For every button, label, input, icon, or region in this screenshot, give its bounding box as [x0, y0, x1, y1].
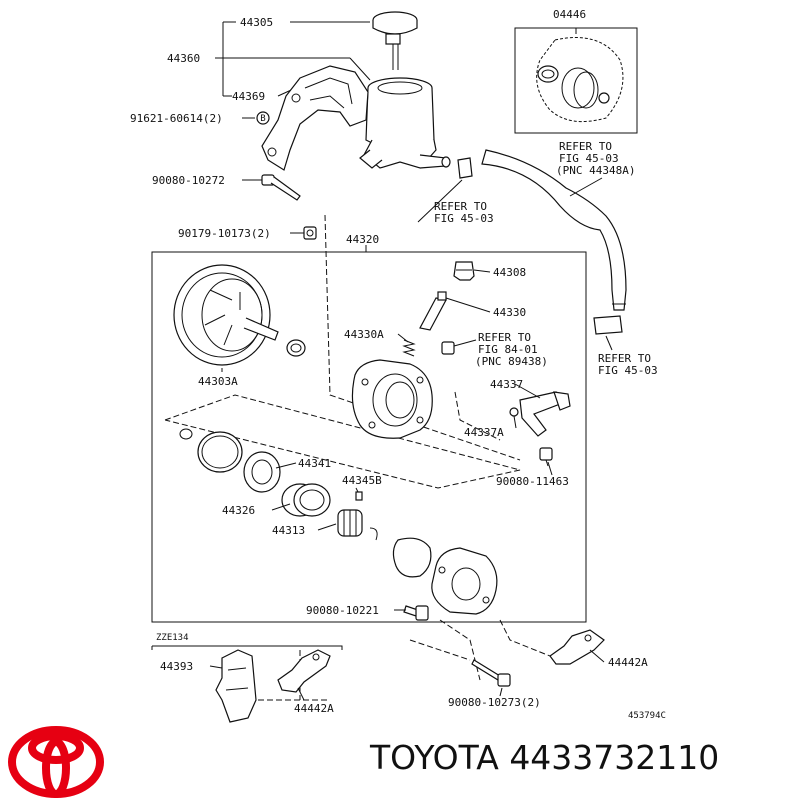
- label-44313: 44313: [272, 524, 305, 537]
- bolt-90080-10272: [261, 174, 301, 201]
- nut-90179: [303, 226, 317, 240]
- union-44337: [519, 391, 571, 437]
- label-90080-10221: 90080-10221: [306, 604, 379, 617]
- label-90080-10273: 90080-10273(2): [448, 696, 541, 709]
- gasket-rear: [392, 537, 432, 578]
- zze134-box: [151, 645, 343, 650]
- sensor-ref: [441, 341, 455, 355]
- ref4-line1: REFER TO: [598, 352, 651, 365]
- circle-b-label: B: [260, 114, 265, 124]
- rotor-44313: [337, 509, 363, 537]
- pulley-44303A: [173, 264, 279, 366]
- label-44326: 44326: [222, 504, 255, 517]
- bracket-44369: [261, 65, 369, 171]
- pump-assembly-box: [151, 245, 587, 623]
- bracket-44442A-left: [277, 649, 331, 693]
- rear-housing: [431, 547, 498, 615]
- label-44320: 44320: [346, 233, 379, 246]
- bolt-90080-10273: [471, 659, 511, 687]
- reservoir-cap-44305: [372, 11, 418, 70]
- label-44442A-left: 44442A: [294, 702, 334, 715]
- refer-notes: REFER TO FIG 45-03 (PNC 44348A) REFER TO…: [434, 140, 658, 377]
- reservoir-44360: [359, 77, 451, 169]
- plate-44341: [243, 451, 281, 493]
- pin-44345B: [355, 491, 363, 501]
- label-04446: 04446: [553, 8, 586, 21]
- label-44345B: 44345B: [342, 474, 382, 487]
- label-44330A: 44330A: [344, 328, 384, 341]
- ref3-line1: REFER TO: [478, 331, 531, 344]
- label-44337A: 44337A: [464, 426, 504, 439]
- label-44393: 44393: [160, 660, 193, 673]
- cam-ring-44326: [281, 483, 331, 517]
- label-44341: 44341: [298, 457, 331, 470]
- label-91621: 91621-60614(2): [130, 112, 223, 125]
- spring-44330A: [402, 339, 416, 357]
- ref4-line2: FIG 45-03: [598, 364, 658, 377]
- bracket-44442A-right: [549, 629, 605, 665]
- bolt-90080-11463: [539, 447, 553, 467]
- brand-part-number: TOYOTA 4433732110: [370, 738, 720, 777]
- gasket-kit-04446-box: [514, 27, 638, 134]
- part-labels: 44305 44360 44369 91621-60614(2) 90080-1…: [130, 8, 666, 721]
- valve-44330: [419, 291, 447, 331]
- snap-ring: [369, 527, 378, 541]
- ref3-line3: (PNC 89438): [475, 355, 548, 368]
- seal-44303A: [286, 339, 306, 357]
- label-44337: 44337: [490, 378, 523, 391]
- label-90080-11463: 90080-11463: [496, 475, 569, 488]
- ref2-line1: REFER TO: [434, 200, 487, 213]
- label-44360: 44360: [167, 52, 200, 65]
- pump-body: [351, 359, 433, 439]
- label-44303A: 44303A: [198, 375, 238, 388]
- ref1-line3: (PNC 44348A): [556, 164, 635, 177]
- hose-assembly: [457, 149, 627, 335]
- label-44308: 44308: [493, 266, 526, 279]
- label-44369: 44369: [232, 90, 265, 103]
- label-90080-10272: 90080-10272: [152, 174, 225, 187]
- bracket-44393: [215, 649, 257, 723]
- oring-44337A: [509, 407, 519, 417]
- toyota-logo-icon: [8, 726, 104, 798]
- label-44442A-right: 44442A: [608, 656, 648, 669]
- orings-set: [179, 428, 243, 473]
- ref1-line1: REFER TO: [559, 140, 612, 153]
- ref2-line2: FIG 45-03: [434, 212, 494, 225]
- bolt-90080-10221: [403, 605, 429, 621]
- label-figure-code: 453794C: [628, 711, 666, 721]
- ref1-line2: FIG 45-03: [559, 152, 619, 165]
- fitting-44308: [453, 261, 475, 281]
- ref3-line2: FIG 84-01: [478, 343, 538, 356]
- label-zze134: ZZE134: [156, 633, 189, 643]
- label-44305: 44305: [240, 16, 273, 29]
- label-44330: 44330: [493, 306, 526, 319]
- bolt-91621: B: [256, 111, 270, 125]
- label-90179: 90179-10173(2): [178, 227, 271, 240]
- leader-lines: [209, 177, 613, 701]
